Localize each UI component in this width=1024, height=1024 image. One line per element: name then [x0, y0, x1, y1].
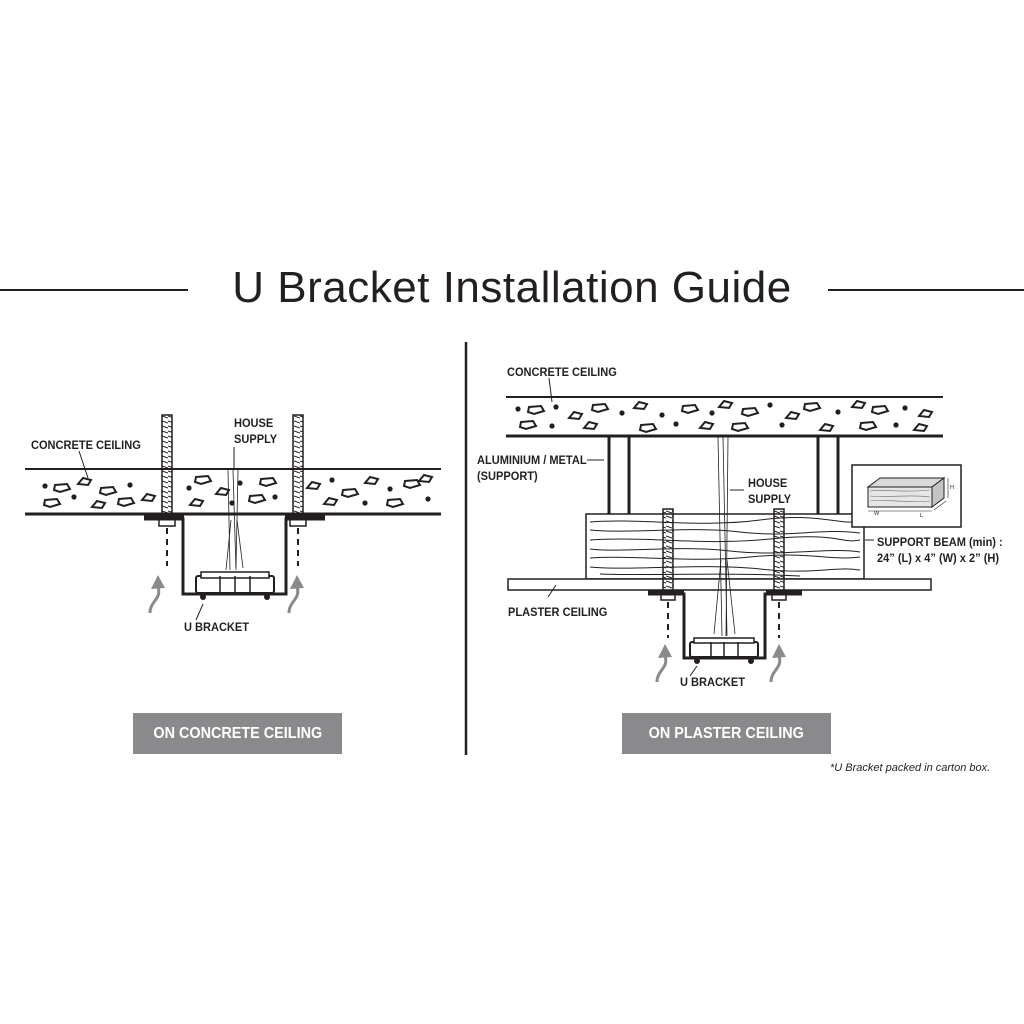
right-house-supply-label: HOUSE SUPPLY	[748, 476, 792, 506]
beam-dim-h: H	[950, 485, 954, 491]
right-concrete-leader	[548, 377, 553, 403]
left-arrow-icon	[148, 573, 167, 615]
right-house-supply-wires	[713, 436, 744, 637]
left-concrete-ceiling-label: CONCRETE CEILING	[31, 438, 141, 452]
footnote: *U Bracket packed in carton box.	[830, 762, 991, 774]
right-metal-supports	[587, 437, 840, 514]
left-concrete-ceiling	[25, 468, 441, 516]
left-u-bracket-label: U BRACKET	[184, 620, 250, 634]
badge-on-concrete-ceiling: ON CONCRETE CEILING	[133, 713, 342, 754]
badge-on-plaster-ceiling-text: ON PLASTER CEILING	[648, 725, 805, 742]
right-u-bracket-label: U BRACKET	[680, 675, 746, 689]
right-support-beam	[585, 513, 874, 580]
title-rule-left	[0, 289, 188, 291]
left-arrow-icon	[287, 573, 306, 615]
left-house-supply-wires	[225, 447, 244, 571]
left-u-bracket	[144, 517, 325, 600]
right-plaster-leader	[547, 584, 557, 598]
title-rule-right	[828, 289, 1024, 291]
right-u-bracket	[648, 592, 802, 664]
beam-dim-w: W	[874, 511, 880, 517]
left-house-supply-label: HOUSE SUPPLY	[234, 416, 278, 446]
beam-dimension-inset	[851, 464, 962, 528]
badge-on-plaster-ceiling: ON PLASTER CEILING	[622, 713, 831, 754]
badge-on-concrete-ceiling-text: ON CONCRETE CEILING	[153, 725, 322, 742]
right-support-beam-label: SUPPORT BEAM (min) : 24” (L) x 4” (W) x …	[877, 535, 1003, 565]
left-concrete-leader	[78, 450, 89, 479]
page-title: U Bracket Installation Guide	[232, 263, 792, 312]
right-bracket-leader	[689, 665, 698, 677]
right-plaster-ceiling-label: PLASTER CEILING	[508, 605, 608, 619]
right-arrow-icon	[655, 642, 674, 684]
right-concrete-ceiling-label: CONCRETE CEILING	[507, 365, 617, 379]
right-plaster-ceiling	[507, 578, 932, 591]
beam-dim-l: L	[920, 513, 924, 519]
right-arrow-icon	[769, 642, 788, 684]
right-support-label: ALUMINIUM / METAL (SUPPORT)	[477, 453, 587, 483]
right-concrete-ceiling	[506, 396, 943, 438]
left-bracket-leader	[195, 603, 204, 621]
